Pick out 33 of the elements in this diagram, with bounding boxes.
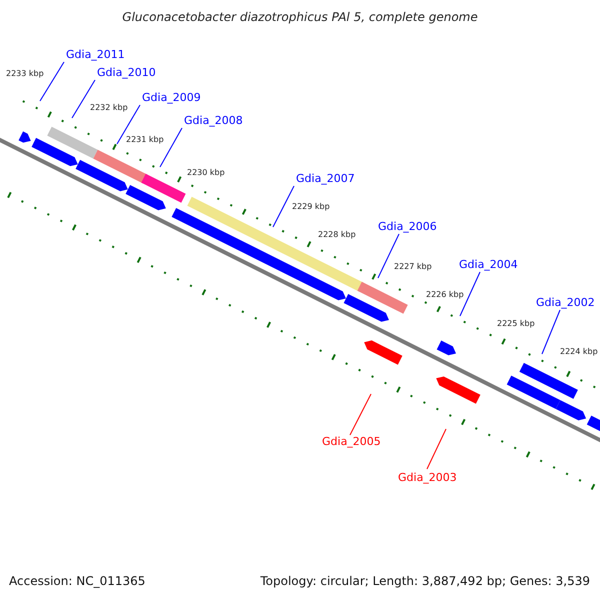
gene-label: Gdia_2007 — [296, 173, 355, 186]
gene-label: Gdia_2008 — [184, 115, 243, 128]
leader-line — [72, 80, 96, 118]
scale-label: 2233 kbp — [6, 70, 44, 79]
gene-label: Gdia_2011 — [66, 49, 125, 62]
leader-line — [272, 186, 294, 228]
gene-label: Gdia_2006 — [378, 221, 437, 234]
scale-label: 2229 kbp — [292, 203, 330, 212]
scale-label: 2232 kbp — [90, 104, 128, 113]
leader-line — [116, 104, 140, 144]
leader-line — [160, 128, 182, 168]
gene-label: Gdia_2009 — [142, 92, 201, 104]
leader-line — [350, 394, 372, 436]
leader-line — [460, 272, 480, 316]
gene-label: Gdia_2010 — [97, 67, 156, 80]
leader-line — [378, 234, 400, 278]
scale-label: 2224 kbp — [560, 348, 598, 357]
leader-line — [40, 62, 64, 102]
scale-label: 2228 kbp — [318, 231, 356, 240]
scale-label: 2226 kbp — [426, 291, 464, 300]
scale-label: 2227 kbp — [394, 263, 432, 272]
accession-text: Accession: NC_011365 — [9, 575, 146, 588]
gene-label: Gdia_2003 — [398, 472, 457, 484]
gene-label: Gdia_2002 — [536, 297, 595, 310]
scale-label: 2225 kbp — [497, 320, 535, 329]
title: Gluconacetobacter diazotrophicus PAl 5, complete genome — [121, 11, 479, 24]
genome-summary-text: Topology: circular; Length: 3,887,492 bp; Genes: 3,539 — [260, 575, 590, 588]
gene-label: Gdia_2004 — [459, 259, 518, 272]
leader-line — [426, 428, 446, 470]
gene-label: Gdia_2005 — [322, 436, 381, 448]
scale-label: 2230 kbp — [187, 169, 225, 178]
leader-line — [542, 310, 560, 354]
scale-label: 2231 kbp — [126, 136, 164, 145]
